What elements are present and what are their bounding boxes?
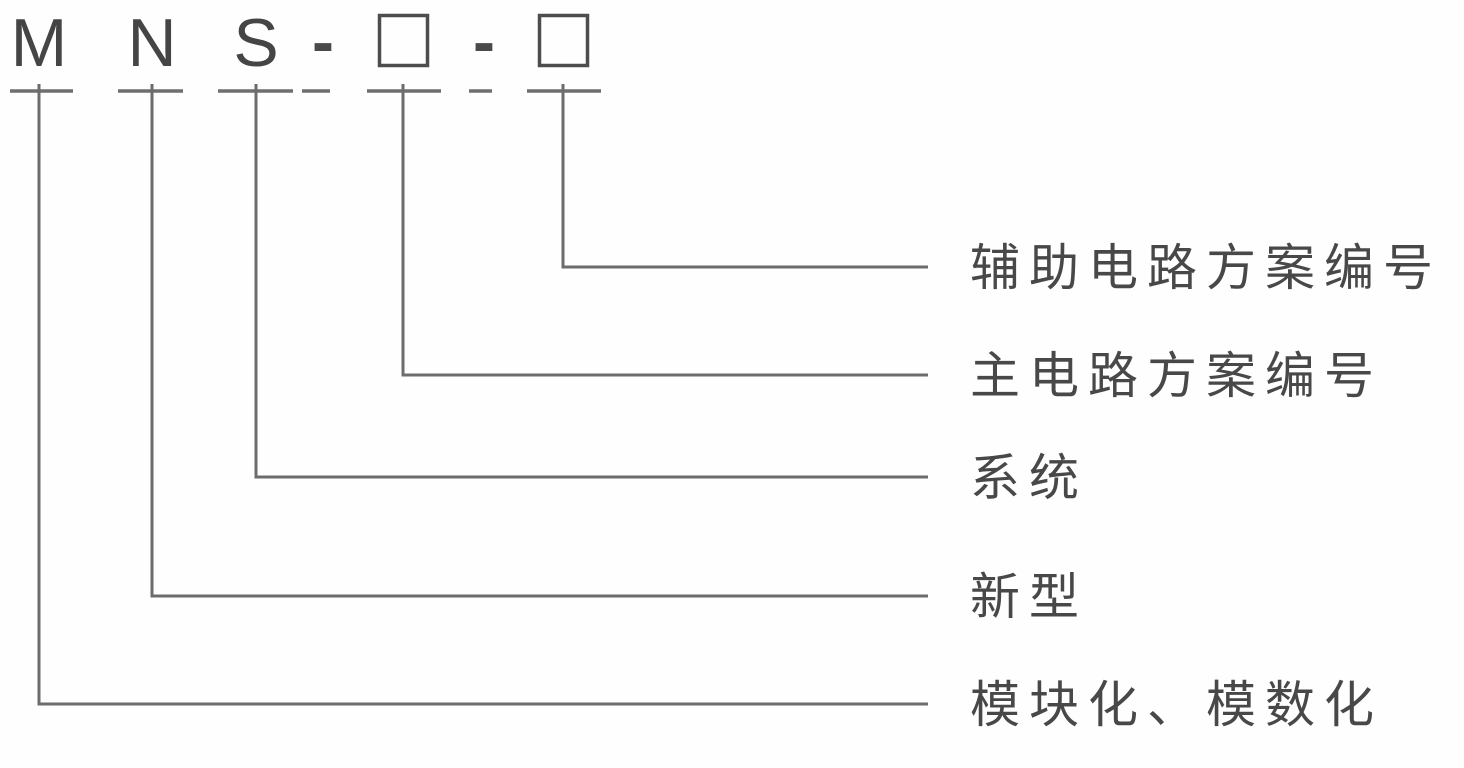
code-letter-m: M [11, 5, 68, 81]
label-system: 系统 [970, 450, 1088, 506]
code-separator-2: - [473, 4, 495, 78]
leader-lines [37, 84, 928, 706]
code-placeholder-box-1 [377, 13, 430, 68]
connector-m [37, 84, 928, 706]
leader-labels: 辅助电路方案编号 主电路方案编号 系统 新型 模块化、模数化 [970, 240, 1442, 733]
label-auxiliary-circuit-scheme: 辅助电路方案编号 [970, 240, 1442, 296]
connector-box-2 [561, 84, 928, 269]
code-separator-1: - [312, 4, 334, 78]
connector-box-1 [401, 84, 928, 377]
label-modular: 模块化、模数化 [970, 677, 1383, 733]
code-letter-s: S [233, 5, 278, 81]
label-main-circuit-scheme: 主电路方案编号 [970, 348, 1383, 404]
code-letter-n: N [127, 5, 176, 81]
connector-s [254, 84, 928, 479]
model-code-row: M N S - - [11, 4, 590, 81]
label-new-type: 新型 [970, 569, 1088, 625]
code-placeholder-box-2 [537, 13, 590, 68]
connector-n [150, 84, 928, 598]
